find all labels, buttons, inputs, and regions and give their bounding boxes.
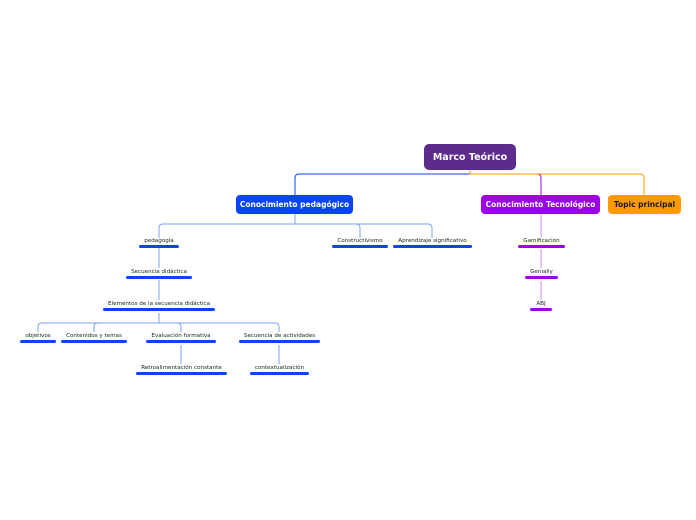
subtopic-constructivismo[interactable]: Constructivismo bbox=[332, 238, 388, 248]
subtopic-evaluacion-formativa[interactable]: Evaluación formativa bbox=[146, 333, 216, 343]
subtopic-genially[interactable]: Genially bbox=[525, 269, 558, 279]
subtopic-secuencia-didactica[interactable]: Secuencia didáctica bbox=[126, 269, 192, 279]
subtopic-abj[interactable]: ABJ bbox=[530, 301, 552, 311]
link-root-pedagogico bbox=[294, 170, 471, 195]
link-elementos-actividades bbox=[159, 322, 280, 332]
subtopic-contenidos-temas[interactable]: Contenidos y temas bbox=[61, 333, 127, 343]
link-elementos-contenidos bbox=[93, 322, 159, 332]
subtopic-elementos-secuencia[interactable]: Elementos de la secuencia didáctica bbox=[103, 301, 215, 311]
subtopic-retroalimentacion[interactable]: Retroalimentación constante bbox=[136, 365, 227, 375]
link-elementos-evaluacion bbox=[159, 322, 182, 332]
main-topic-topic-principal[interactable]: Topic principal bbox=[608, 195, 681, 214]
link-elementos-objetivos bbox=[37, 322, 159, 332]
main-topic-conocimiento-tecnologico[interactable]: Conocimiento Tecnológico bbox=[481, 195, 600, 214]
subtopic-pedagogia[interactable]: pedagogía bbox=[139, 238, 179, 248]
link-ped-aprendizaje bbox=[295, 223, 433, 238]
subtopic-secuencia-actividades[interactable]: Secuencia de actividades bbox=[239, 333, 320, 343]
main-topic-conocimiento-pedagogico[interactable]: Conocimiento pedagógico bbox=[236, 195, 353, 214]
link-ped-pedagogia bbox=[158, 223, 295, 238]
subtopic-objetivos[interactable]: objetivos bbox=[20, 333, 56, 343]
link-ped-constructivismo bbox=[295, 223, 361, 238]
link-root-topic bbox=[469, 170, 645, 195]
subtopic-gamificacion[interactable]: Gamificación bbox=[518, 238, 565, 248]
subtopic-contextualizacion[interactable]: contextualización bbox=[250, 365, 309, 375]
subtopic-aprendizaje-significativo[interactable]: Aprendizaje significativo bbox=[393, 238, 472, 248]
root-topic-marco-teorico[interactable]: Marco Teórico bbox=[424, 144, 516, 170]
